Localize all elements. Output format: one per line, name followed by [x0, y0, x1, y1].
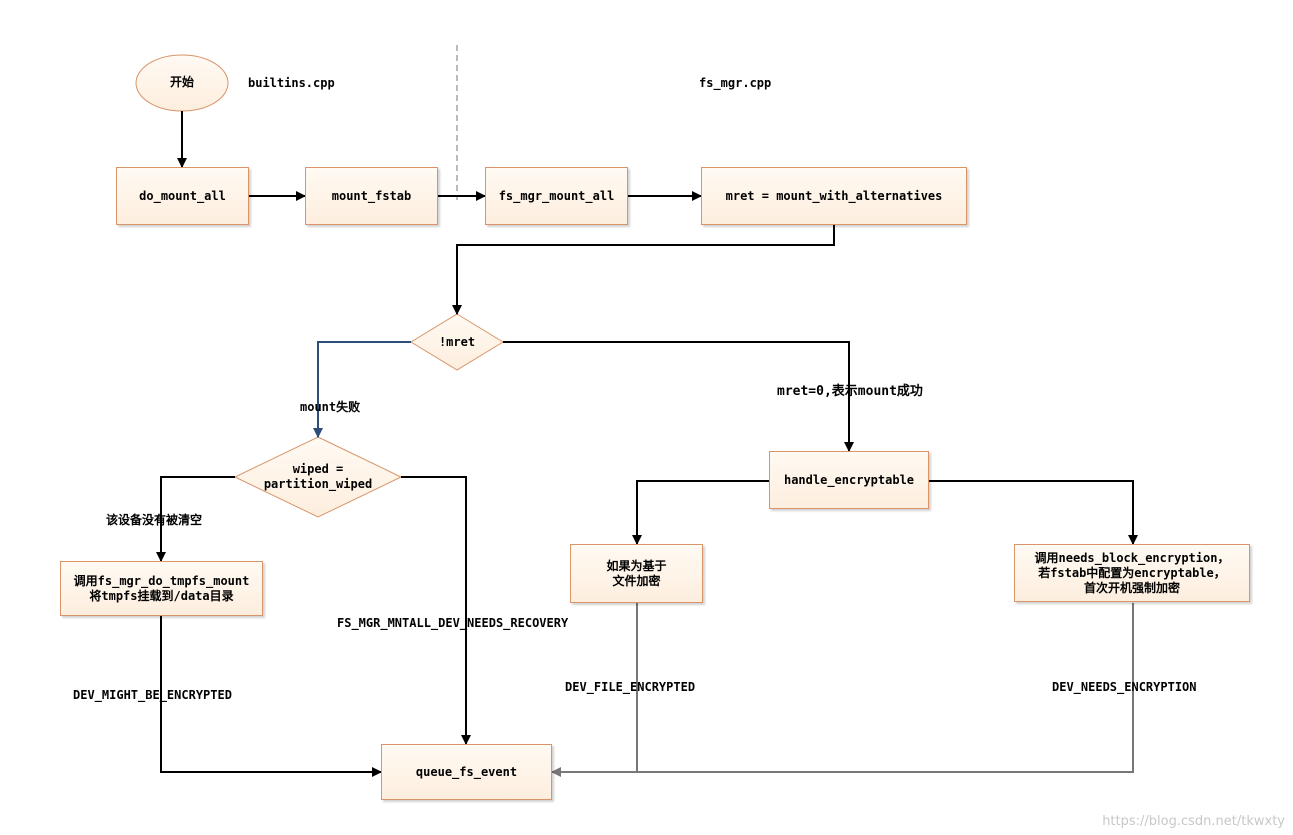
queue-fs-event-box: queue_fs_event [381, 744, 552, 800]
edge-not-mret-fail [313, 341, 411, 438]
edge-mret-to-not-mret [452, 225, 835, 315]
fs-mgr-mount-all-box: fs_mgr_mount_all [485, 167, 628, 225]
edge-wiped-not-cleared [156, 476, 235, 562]
wiped-diamond [233, 436, 403, 518]
do-mount-all-box: do_mount_all [116, 167, 249, 225]
wiped-check-label: wiped = partition_wiped [263, 462, 373, 491]
edge-label-not-wiped: 该设备没有被清空 [106, 513, 203, 527]
edge-label-might-be-encrypted: DEV_MIGHT_BE_ENCRYPTED [73, 688, 232, 702]
edge-not-mret-success [503, 341, 854, 452]
start-node-label: 开始 [169, 75, 194, 89]
not-mret-diamond [410, 313, 504, 371]
handle-encryptable-box: handle_encryptable [769, 451, 929, 509]
not-mret-label: !mret [438, 335, 476, 349]
mount-fstab-box: mount_fstab [305, 167, 438, 225]
edge-label-mount-success: mret=0,表示mount成功 [777, 384, 923, 399]
file-label-fs-mgr: fs_mgr.cpp [699, 76, 772, 90]
file-based-encryption-box: 如果为基于 文件加密 [570, 544, 703, 603]
edge-handle-to-needs-block [929, 480, 1138, 545]
watermark: https://blog.csdn.net/tkwxty [1102, 814, 1285, 829]
edge-label-mount-fail: mount失败 [300, 400, 361, 414]
tmpfs-mount-box: 调用fs_mgr_do_tmpfs_mount 将tmpfs挂载到/data目录 [60, 561, 263, 616]
edge-needs-block-to-queue [551, 603, 1134, 777]
edge-tmpfs-to-queue [160, 616, 382, 777]
edge-handle-to-file-based [632, 480, 769, 545]
edge-label-needs-recovery: FS_MGR_MNTALL_DEV_NEEDS_RECOVERY [337, 616, 569, 630]
edge-label-file-encrypted: DEV_FILE_ENCRYPTED [565, 680, 696, 694]
needs-block-encryption-box: 调用needs_block_encryption， 若fstab中配置为encr… [1014, 544, 1250, 602]
edge-label-needs-encryption: DEV_NEEDS_ENCRYPTION [1052, 680, 1197, 694]
mret-assign-box: mret = mount_with_alternatives [701, 167, 967, 225]
edge-wiped-needs-recovery [401, 476, 471, 745]
file-label-builtins: builtins.cpp [248, 76, 335, 90]
